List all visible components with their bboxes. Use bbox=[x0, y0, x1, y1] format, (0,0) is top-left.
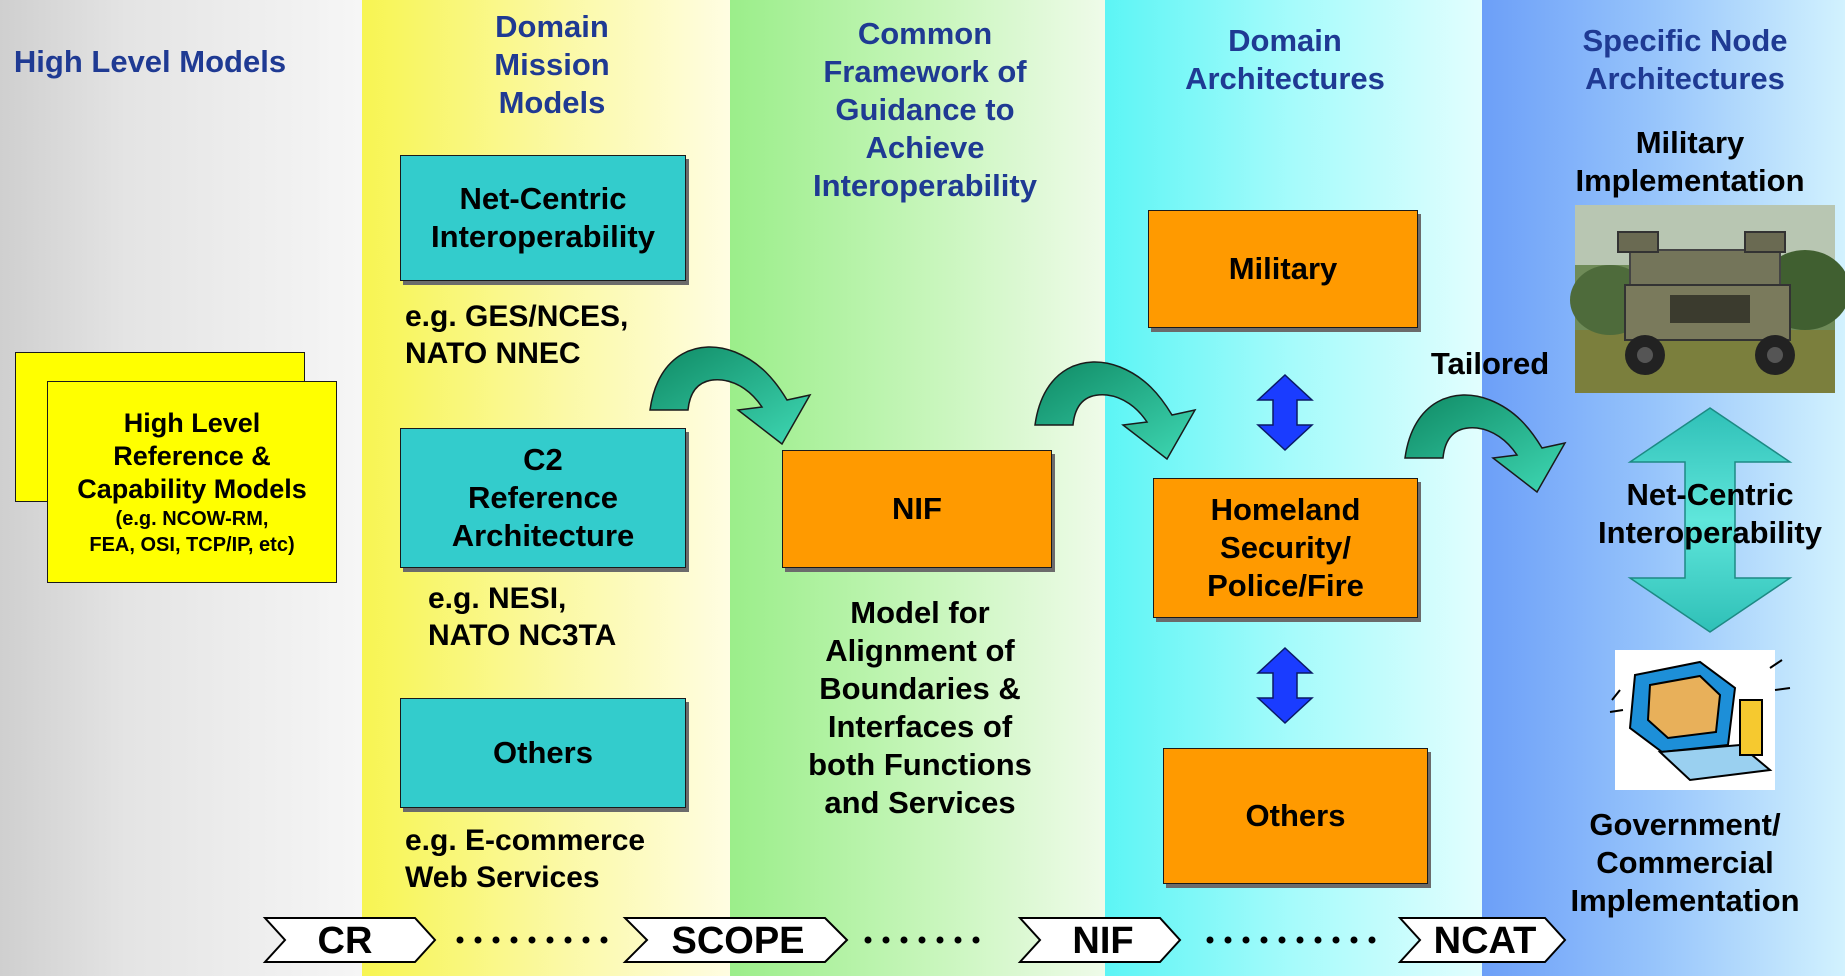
timeline-label-nif: NIF bbox=[1072, 920, 1133, 962]
heading-domain-architectures: Domain Architectures bbox=[1185, 23, 1385, 96]
nif-description: Model for Alignment of Boundaries & Inte… bbox=[808, 595, 1032, 820]
box-nif: NIF bbox=[782, 450, 1052, 568]
note-main-text: High Level Reference & Capability Models bbox=[77, 407, 307, 504]
curved-arrow-icon bbox=[649, 346, 812, 446]
timeline-label-cr: CR bbox=[318, 920, 373, 962]
teal-double-arrow-icon bbox=[1627, 407, 1793, 633]
military-vehicle-image bbox=[1570, 205, 1845, 393]
computer-clipart-image bbox=[1609, 650, 1791, 790]
dotted-connector bbox=[456, 936, 608, 944]
timeline-label-scope: SCOPE bbox=[671, 920, 804, 962]
double-arrow-icon bbox=[1256, 646, 1314, 725]
example-nesi: e.g. NESI, NATO NC3TA bbox=[428, 582, 617, 652]
timeline: CR SCOPE NIF NCAT bbox=[262, 917, 1567, 963]
box-c2-reference-architecture: C2 Reference Architecture bbox=[400, 428, 686, 568]
column-specific-node-architectures bbox=[1482, 0, 1845, 976]
heading-domain-mission-models: Domain Mission Models bbox=[494, 9, 610, 120]
timeline-label-ncat: NCAT bbox=[1434, 920, 1537, 962]
timeline-chevron-nif bbox=[1017, 917, 1182, 963]
label-military-implementation: Military Implementation bbox=[1575, 125, 1805, 198]
curved-arrow-icon bbox=[1034, 361, 1197, 461]
example-ges-nces: e.g. GES/NCES, NATO NNEC bbox=[405, 300, 629, 370]
example-ecommerce: e.g. E-commerce Web Services bbox=[405, 824, 646, 894]
high-level-models-note: High Level Reference & Capability Models… bbox=[47, 381, 337, 583]
note-sub-text: (e.g. NCOW-RM, FEA, OSI, TCP/IP, etc) bbox=[89, 507, 295, 556]
box-homeland-security: Homeland Security/ Police/Fire bbox=[1153, 478, 1418, 618]
heading-high-level-models: High Level Models bbox=[13, 44, 287, 79]
box-net-centric-interoperability: Net-Centric Interoperability bbox=[400, 155, 686, 281]
box-others-domain: Others bbox=[1163, 748, 1428, 884]
heading-specific-node-architectures: Specific Node Architectures bbox=[1582, 23, 1788, 96]
box-military: Military bbox=[1148, 210, 1418, 328]
timeline-chevron-scope bbox=[622, 917, 849, 963]
label-tailored: Tailored bbox=[1430, 346, 1550, 381]
label-government-commercial: Government/ Commercial Implementation bbox=[1570, 807, 1800, 918]
timeline-chevron-ncat bbox=[1397, 917, 1567, 963]
curved-arrow-icon bbox=[1404, 394, 1567, 494]
dotted-connector bbox=[1206, 936, 1376, 944]
heading-common-framework: Common Framework of Guidance to Achieve … bbox=[813, 16, 1037, 203]
timeline-chevron-cr bbox=[262, 917, 437, 963]
double-arrow-icon bbox=[1256, 373, 1314, 452]
dotted-connector bbox=[864, 936, 980, 944]
label-net-centric-interoperability: Net-Centric Interoperability bbox=[1598, 477, 1822, 550]
box-others-mission: Others bbox=[400, 698, 686, 808]
